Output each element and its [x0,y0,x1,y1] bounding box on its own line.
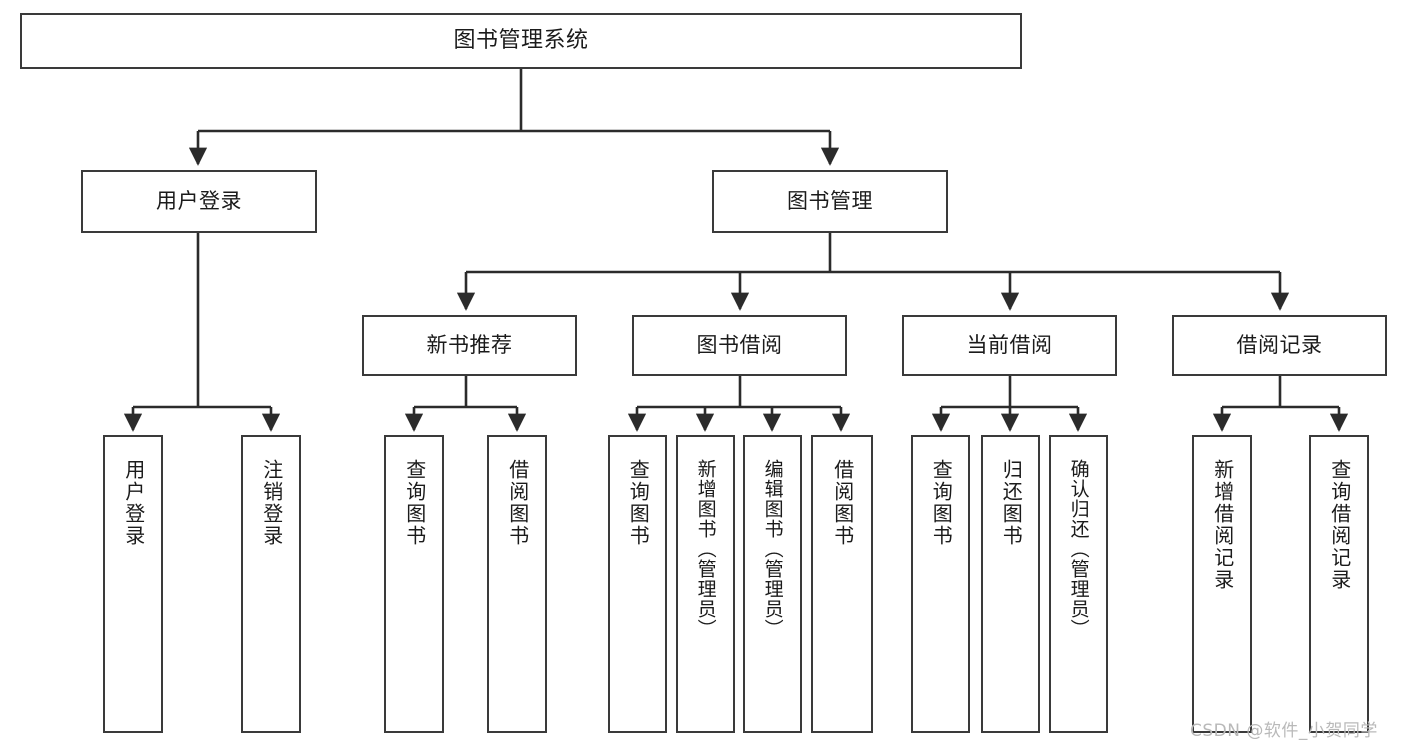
leaf-user-login-logout[interactable]: 注销登录 [241,435,301,733]
leaf-current-borrow-confirm-return-admin[interactable]: 确认归还（管理员） [1049,435,1108,733]
node-label: 归还图书 [999,459,1024,547]
leaf-user-login-login[interactable]: 用户登录 [103,435,163,733]
node-label: 图书管理系统 [453,27,589,53]
node-label: 图书管理 [787,188,873,213]
node-label: 新书推荐 [426,332,513,357]
node-label: 借阅图书 [830,459,855,547]
leaf-borrow-record-add-record[interactable]: 新增借阅记录 [1192,435,1252,733]
leaf-book-borrow-edit-book-admin[interactable]: 编辑图书（管理员） [743,435,802,733]
node-label: 编辑图书（管理员） [761,459,784,639]
node-label: 查询图书 [626,459,651,547]
node-borrow-record[interactable]: 借阅记录 [1172,315,1387,376]
leaf-book-borrow-borrow-book[interactable]: 借阅图书 [811,435,873,733]
leaf-book-borrow-query-book[interactable]: 查询图书 [608,435,667,733]
node-label: 图书借阅 [696,332,783,357]
node-label: 当前借阅 [966,332,1053,357]
leaf-new-book-query-book[interactable]: 查询图书 [384,435,444,733]
node-current-borrow[interactable]: 当前借阅 [902,315,1117,376]
node-new-book-recommend[interactable]: 新书推荐 [362,315,577,376]
node-book-management[interactable]: 图书管理 [712,170,948,233]
watermark-csdn: CSDN @软件_小贺同学 [1190,721,1378,741]
node-label: 查询借阅记录 [1327,459,1352,591]
node-label: 查询图书 [929,459,954,547]
node-label: 注销登录 [259,459,284,547]
node-label: 借阅记录 [1236,332,1323,357]
node-user-login[interactable]: 用户登录 [81,170,317,233]
node-book-management-system[interactable]: 图书管理系统 [20,13,1022,69]
leaf-book-borrow-add-book-admin[interactable]: 新增图书（管理员） [676,435,735,733]
node-label: 用户登录 [121,459,146,547]
leaf-current-borrow-query-book[interactable]: 查询图书 [911,435,970,733]
leaf-new-book-borrow-book[interactable]: 借阅图书 [487,435,547,733]
node-book-borrow[interactable]: 图书借阅 [632,315,847,376]
node-label: 确认归还（管理员） [1067,459,1090,639]
node-label: 新增借阅记录 [1210,459,1235,591]
node-label: 用户登录 [156,188,242,213]
node-label: 新增图书（管理员） [694,459,717,639]
node-label: 借阅图书 [505,459,530,547]
leaf-current-borrow-return-book[interactable]: 归还图书 [981,435,1040,733]
leaf-borrow-record-query-record[interactable]: 查询借阅记录 [1309,435,1369,733]
node-label: 查询图书 [402,459,427,547]
